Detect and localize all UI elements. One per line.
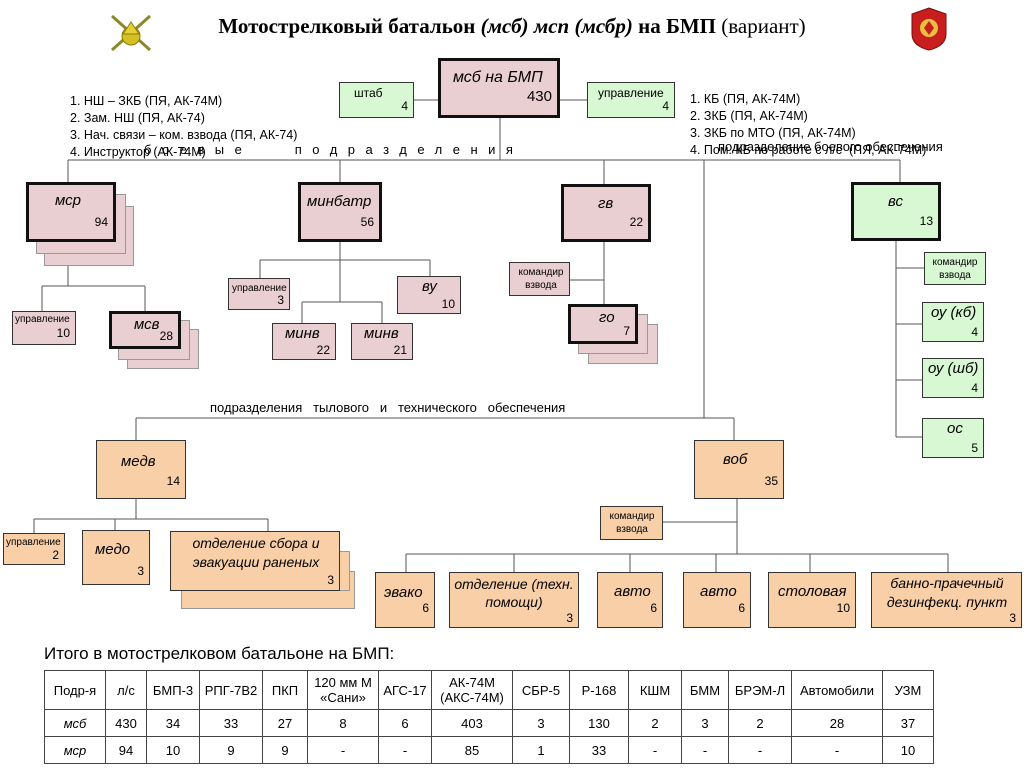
table-cell: 10	[146, 736, 200, 764]
table-cell: 9	[262, 736, 308, 764]
logistics-label: подразделения тылового и технического об…	[210, 400, 566, 415]
table-cell: 27	[262, 709, 308, 737]
table-cell: 2	[628, 709, 682, 737]
os-box[interactable]: ос 5	[922, 418, 984, 458]
table-header: ПКП	[262, 670, 308, 710]
go-box[interactable]: го 7	[568, 304, 638, 344]
table-cell: -	[681, 736, 729, 764]
table-cell: 6	[378, 709, 432, 737]
table-cell: -	[378, 736, 432, 764]
combat-support-label: подразделение боевого обеспечения	[718, 139, 943, 154]
vs-box[interactable]: вс 13	[851, 182, 941, 241]
minv2-box[interactable]: минв 21	[351, 323, 413, 360]
bpdp-box[interactable]: банно-прачечный дезинфекц. пункт 3	[871, 572, 1022, 628]
medo-box[interactable]: медо 3	[82, 530, 150, 585]
table-cell: 10	[882, 736, 934, 764]
table-row: мсб 430 34 33 27 8 6 403 3 130 2 3 2 28 …	[44, 709, 934, 737]
table-cell: 33	[199, 709, 263, 737]
minv1-box[interactable]: минв 22	[272, 323, 336, 360]
table-cell: 37	[882, 709, 934, 737]
gv-box[interactable]: гв 22	[561, 184, 651, 242]
table-cell: 34	[146, 709, 200, 737]
table-cell: -	[791, 736, 883, 764]
msr-upravlenie-box[interactable]: управление 10	[12, 311, 76, 345]
msb-root-box[interactable]: мсб на БМП 430	[438, 58, 560, 118]
table-cell: 430	[105, 709, 147, 737]
table-cell: мср	[44, 736, 106, 764]
command-staff-list: 1. КБ (ПЯ, АК-74М)2. ЗКБ (ПЯ, АК-74М)3. …	[690, 92, 927, 157]
hq-staff-list: 1. НШ – ЗКБ (ПЯ, АК-74М)2. Зам. НШ (ПЯ, …	[70, 94, 298, 159]
ou-kb-box[interactable]: оу (кб) 4	[922, 302, 984, 342]
table-cell: 1	[512, 736, 570, 764]
tech-help-box[interactable]: отделение (техн. помощи) 3	[449, 572, 579, 628]
avto2-box[interactable]: авто 6	[683, 572, 751, 628]
avto1-box[interactable]: авто 6	[597, 572, 663, 628]
table-header: Р-168	[569, 670, 629, 710]
summary-caption: Итого в мотострелковом батальоне на БМП:	[44, 644, 395, 663]
evako-box[interactable]: эвако 6	[375, 572, 435, 628]
evac-box[interactable]: отделение сбора и эвакуации раненых 3	[170, 531, 340, 591]
table-cell: 9	[199, 736, 263, 764]
page-title: Мотострелковый батальон (мсб) мсп (мсбр)…	[218, 14, 806, 38]
vs-commander-box[interactable]: командир взвода	[924, 252, 986, 285]
table-cell: 130	[569, 709, 629, 737]
minbatr-box[interactable]: минбатр 56	[298, 182, 382, 242]
table-header: РПГ-7В2	[199, 670, 263, 710]
vu-box[interactable]: ву 10	[397, 276, 461, 314]
vob-box[interactable]: воб 35	[694, 440, 784, 499]
table-cell: -	[728, 736, 792, 764]
table-cell: 28	[791, 709, 883, 737]
army-emblem-icon	[110, 14, 152, 52]
vob-commander-box[interactable]: командир взвода	[600, 506, 663, 540]
table-header: БМП-3	[146, 670, 200, 710]
table-cell: 94	[105, 736, 147, 764]
table-cell: 33	[569, 736, 629, 764]
ou-shb-box[interactable]: оу (шб) 4	[922, 358, 984, 398]
table-cell: мсб	[44, 709, 106, 737]
table-cell: 403	[431, 709, 513, 737]
table-header: БММ	[681, 670, 729, 710]
table-cell: -	[307, 736, 379, 764]
table-header: Подр-я	[44, 670, 106, 710]
table-header: л/с	[105, 670, 147, 710]
table-header: СБР-5	[512, 670, 570, 710]
msr-box[interactable]: мср 94	[26, 182, 116, 242]
upravlenie-top-box[interactable]: управление 4	[587, 82, 675, 118]
table-cell: -	[628, 736, 682, 764]
summary-table: Подр-я л/с БМП-3 РПГ-7В2 ПКП 120 мм М «С…	[44, 670, 934, 764]
minbatr-upravlenie-box[interactable]: управление 3	[228, 278, 290, 310]
table-header: КШМ	[628, 670, 682, 710]
medv-box[interactable]: медв 14	[96, 440, 186, 499]
table-cell: 2	[728, 709, 792, 737]
table-cell: 3	[512, 709, 570, 737]
table-header: АГС-17	[378, 670, 432, 710]
table-header: 120 мм М «Сани»	[307, 670, 379, 710]
table-cell: 3	[681, 709, 729, 737]
msb-root-name: мсб на БМП	[453, 69, 543, 86]
table-row: мср 94 10 9 9 - - 85 1 33 - - - - 10	[44, 736, 934, 764]
medv-upravlenie-box[interactable]: управление 2	[3, 533, 65, 565]
table-cell: 85	[431, 736, 513, 764]
msv-box[interactable]: мсв 28	[109, 311, 181, 349]
combat-units-label: боевые подразделения	[144, 142, 524, 157]
table-header: БРЭМ-Л	[728, 670, 792, 710]
table-header: АК-74М (АКС-74М)	[431, 670, 513, 710]
table-cell: 8	[307, 709, 379, 737]
shtab-box[interactable]: штаб 4	[339, 82, 414, 118]
table-header: УЗМ	[882, 670, 934, 710]
table-header: Автомобили	[791, 670, 883, 710]
table-header-row: Подр-я л/с БМП-3 РПГ-7В2 ПКП 120 мм М «С…	[44, 670, 934, 710]
stolovaya-box[interactable]: столовая 10	[768, 572, 856, 628]
ground-forces-emblem-icon	[911, 7, 947, 51]
gv-commander-box[interactable]: командир взвода	[509, 262, 570, 296]
